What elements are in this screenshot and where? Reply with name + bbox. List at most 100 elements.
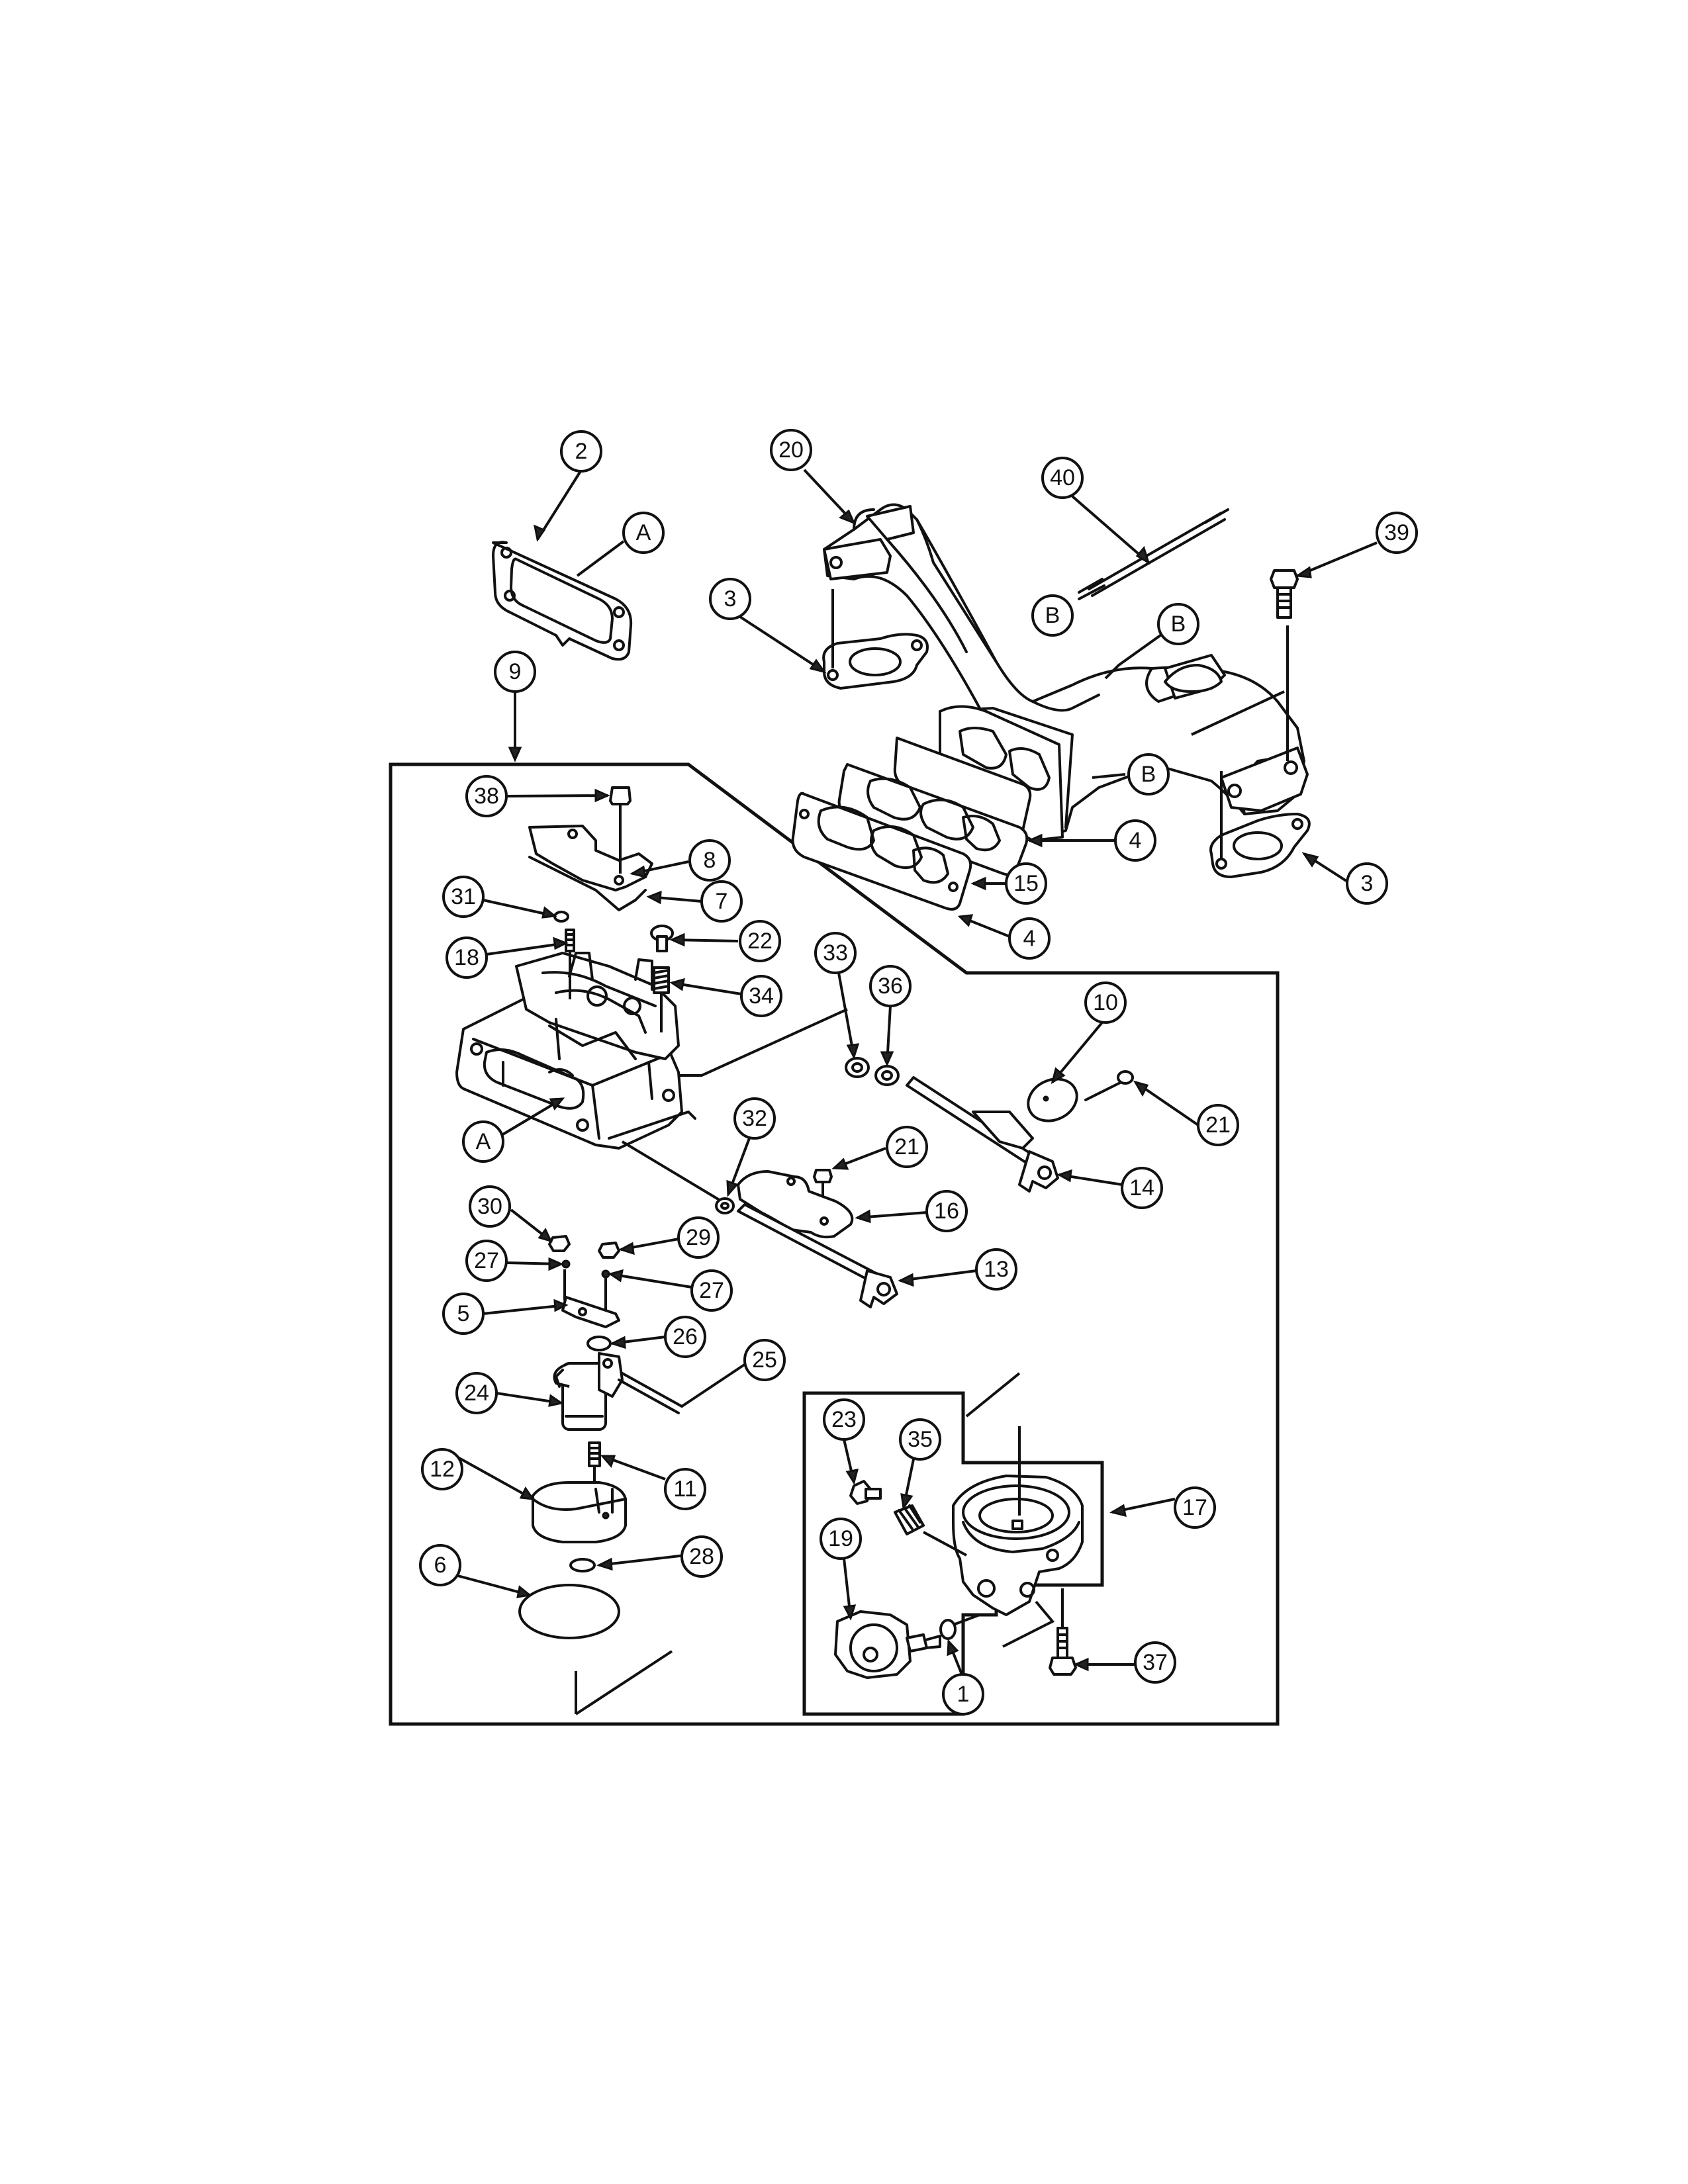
callout-7: 7: [700, 880, 743, 923]
svg-text:24: 24: [464, 1381, 489, 1406]
svg-text:28: 28: [689, 1544, 714, 1569]
callout-B-flange: B: [1127, 753, 1170, 796]
callout-4-lower: 4: [1008, 917, 1051, 960]
o-ring-part-28: [569, 1558, 596, 1572]
screw-part-21-choke: [1084, 1070, 1134, 1101]
callout-30: 30: [469, 1185, 511, 1228]
callout-A-carb: A: [462, 1120, 504, 1163]
callout-23: 23: [823, 1398, 865, 1441]
stud-part-40: [1078, 508, 1229, 600]
svg-text:15: 15: [1013, 871, 1039, 896]
svg-text:37: 37: [1143, 1650, 1168, 1675]
callout-21-choke: 21: [1197, 1104, 1239, 1146]
ball-part-27-right: [601, 1269, 610, 1279]
gasket-part-7: [528, 856, 647, 911]
svg-text:34: 34: [749, 983, 774, 1009]
throttle-shaft-part-13: [737, 1203, 898, 1308]
cover-plate-part-8: [528, 825, 653, 891]
bushing-part-33: [845, 1057, 870, 1078]
svg-text:17: 17: [1182, 1495, 1207, 1520]
callout-29: 29: [677, 1216, 720, 1259]
screw-part-23: [849, 1480, 882, 1505]
callout-32: 32: [733, 1097, 776, 1140]
plug-part-29: [598, 1242, 620, 1259]
choke-shaft-part-14: [906, 1076, 1059, 1193]
callout-B-manifold: B: [1157, 603, 1199, 645]
svg-text:3: 3: [724, 586, 737, 612]
svg-text:A: A: [476, 1129, 491, 1154]
bushing-part-32: [715, 1197, 735, 1214]
screw-part-38: [609, 786, 632, 815]
svg-text:21: 21: [894, 1134, 919, 1160]
svg-text:22: 22: [747, 929, 773, 954]
callout-39: 39: [1376, 512, 1418, 554]
gasket-part-2: [492, 541, 633, 661]
leader-line: [953, 1614, 980, 1626]
svg-text:20: 20: [778, 437, 804, 463]
svg-text:35: 35: [908, 1427, 933, 1452]
svg-text:B: B: [1141, 762, 1156, 787]
svg-text:31: 31: [451, 884, 476, 909]
callout-13: 13: [975, 1248, 1017, 1291]
callout-16: 16: [925, 1190, 968, 1232]
svg-text:12: 12: [430, 1457, 455, 1482]
screw-part-18: [565, 929, 575, 952]
callout-15: 15: [1005, 862, 1047, 905]
leader-line: [965, 1372, 1021, 1418]
svg-text:4: 4: [1129, 828, 1142, 853]
callout-19: 19: [820, 1518, 862, 1560]
spring-part-34: [653, 966, 670, 994]
svg-text:1: 1: [957, 1682, 970, 1707]
svg-text:39: 39: [1384, 520, 1409, 545]
fuel-nozzle-part-24: [553, 1352, 624, 1431]
svg-text:16: 16: [934, 1199, 959, 1224]
callout-38: 38: [465, 775, 508, 817]
callout-27-right: 27: [690, 1269, 733, 1312]
callout-28: 28: [680, 1535, 723, 1578]
callout-11: 11: [664, 1468, 706, 1510]
gasket-ring-part-6: [518, 1584, 620, 1639]
callout-leaders: [455, 469, 1378, 1678]
callout-B-stud: B: [1031, 594, 1074, 637]
carburetor-assembly-frame: [389, 762, 1280, 1726]
screw-part-22: [650, 925, 674, 952]
callout-18: 18: [445, 936, 488, 979]
svg-text:10: 10: [1093, 990, 1118, 1015]
callout-40: 40: [1041, 457, 1084, 499]
callout-26: 26: [664, 1316, 706, 1358]
gasket-part-3-upper: [822, 633, 929, 690]
fuel-solenoid-part-19: [834, 1610, 941, 1679]
bolt-part-37: [1049, 1627, 1077, 1676]
callout-27-left: 27: [465, 1240, 508, 1282]
gasket-part-4-lower: [791, 792, 972, 911]
svg-text:25: 25: [752, 1347, 777, 1373]
callout-22: 22: [739, 920, 781, 962]
callout-3-right: 3: [1346, 862, 1388, 905]
callout-21-throttle: 21: [886, 1126, 928, 1168]
svg-text:3: 3: [1361, 871, 1374, 896]
callout-8: 8: [688, 839, 731, 882]
callout-10: 10: [1084, 981, 1127, 1024]
bolt-part-39: [1270, 569, 1299, 619]
spring-part-35: [894, 1504, 925, 1535]
svg-text:32: 32: [742, 1106, 767, 1131]
callout-24: 24: [455, 1372, 498, 1414]
svg-text:9: 9: [509, 659, 522, 684]
throttle-plate-part-16: [737, 1170, 854, 1239]
o-ring-part-1: [939, 1619, 957, 1640]
callout-25: 25: [743, 1339, 786, 1381]
svg-text:13: 13: [984, 1257, 1009, 1282]
svg-text:36: 36: [878, 974, 903, 999]
callout-A-top: A: [622, 512, 665, 554]
callout-14: 14: [1121, 1167, 1163, 1209]
choke-plate-part-10: [1027, 1077, 1078, 1122]
svg-text:4: 4: [1023, 926, 1036, 951]
svg-text:27: 27: [474, 1248, 499, 1273]
pin-part-25: [618, 1372, 683, 1414]
svg-text:18: 18: [454, 945, 479, 970]
leader-line: [621, 1140, 723, 1203]
callout-9: 9: [494, 651, 536, 693]
carburetor-body: [455, 952, 696, 1150]
callout-17: 17: [1174, 1486, 1216, 1529]
